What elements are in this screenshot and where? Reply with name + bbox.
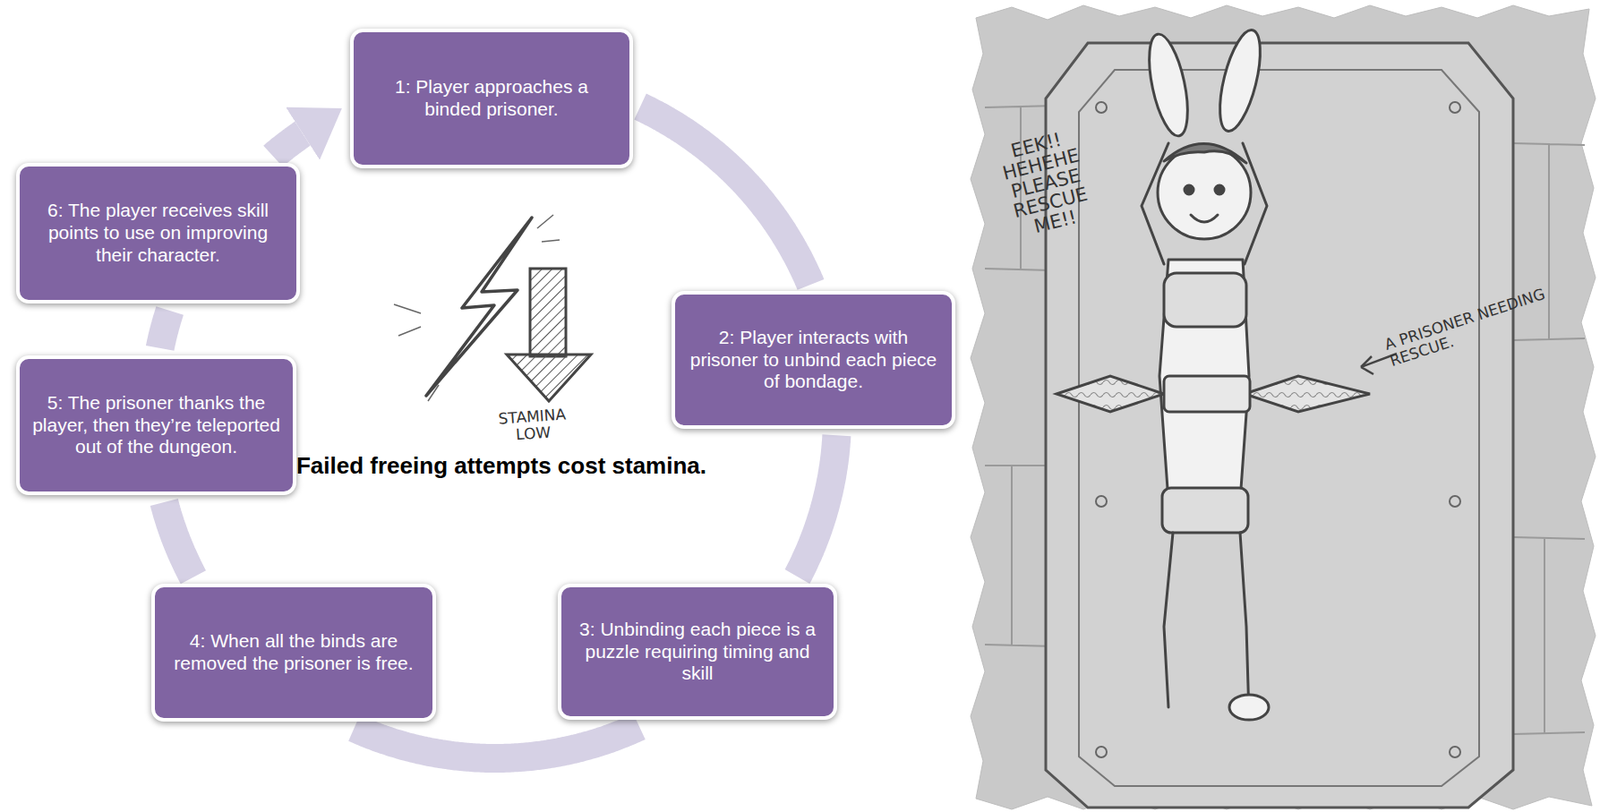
shackle-spike xyxy=(1056,376,1164,412)
process-box: 4: When all the binds are removed the pr… xyxy=(151,583,437,722)
bolt xyxy=(1095,102,1107,113)
bolt xyxy=(1449,102,1461,113)
box-text: 1: Player approaches a binded prisoner. xyxy=(364,76,619,121)
torso xyxy=(1159,259,1250,502)
process-box: 3: Unbinding each piece is a puzzle requ… xyxy=(557,583,838,720)
eye xyxy=(1184,185,1194,195)
bolt xyxy=(1095,496,1107,507)
legs xyxy=(1163,532,1250,717)
icon-caption: STAMINA LOW xyxy=(482,404,583,445)
box-text: 2: Player interacts with prisoner to unb… xyxy=(685,326,942,394)
process-box: 2: Player interacts with prisoner to unb… xyxy=(671,290,956,429)
stamina-icon xyxy=(393,214,591,402)
down-arrow-head xyxy=(506,354,591,402)
process-box: 5: The prisoner thanks the player, then … xyxy=(16,355,297,496)
spark-line xyxy=(537,214,554,229)
board-outline xyxy=(1045,42,1514,808)
shackle-spike xyxy=(1244,376,1370,412)
box-text: 5: The prisoner thanks the player, then … xyxy=(30,392,283,459)
board-bolts xyxy=(1095,102,1461,758)
eye xyxy=(1214,185,1224,195)
cycle-arc xyxy=(273,133,303,156)
box-text: 6: The player receives skill points to u… xyxy=(30,199,286,266)
process-box: 6: The player receives skill points to u… xyxy=(16,162,300,304)
bolt xyxy=(1095,746,1107,758)
cycle-arc xyxy=(640,106,811,285)
mouth xyxy=(1190,214,1218,223)
note-text: Failed freeing attempts cost stamina. xyxy=(188,452,815,480)
raised-arms xyxy=(1141,143,1267,265)
box-text: 4: When all the binds are removed the pr… xyxy=(165,630,422,676)
cycle-arc xyxy=(796,435,837,577)
box-text: 3: Unbinding each piece is a puzzle requ… xyxy=(572,618,823,685)
spark-line xyxy=(393,304,421,314)
rabbit-ear xyxy=(1212,25,1269,135)
lightning-bolt xyxy=(426,217,532,396)
rabbit-ear xyxy=(1141,31,1195,140)
process-box: 1: Player approaches a binded prisoner. xyxy=(350,28,634,169)
foot xyxy=(1229,694,1269,720)
shackle-band xyxy=(1163,376,1250,412)
board-inner-outline xyxy=(1078,69,1480,787)
down-arrow-shaft xyxy=(530,268,566,357)
spark-line xyxy=(398,326,421,336)
cycle-arc xyxy=(163,502,194,578)
bolt xyxy=(1449,746,1461,758)
brick-line xyxy=(1513,143,1585,735)
sketch-background xyxy=(970,5,1596,810)
waist-shackle xyxy=(1056,376,1370,412)
prisoner-figure xyxy=(1141,25,1269,720)
cycle-arc xyxy=(354,726,640,759)
prisoner-sketch xyxy=(970,5,1596,810)
head xyxy=(1157,145,1251,240)
bolt xyxy=(1449,496,1461,507)
hair xyxy=(1163,143,1247,163)
tunic-top xyxy=(1163,273,1247,327)
belt-shorts xyxy=(1162,487,1249,533)
spark-line xyxy=(541,239,560,242)
cycle-arc xyxy=(160,310,171,349)
